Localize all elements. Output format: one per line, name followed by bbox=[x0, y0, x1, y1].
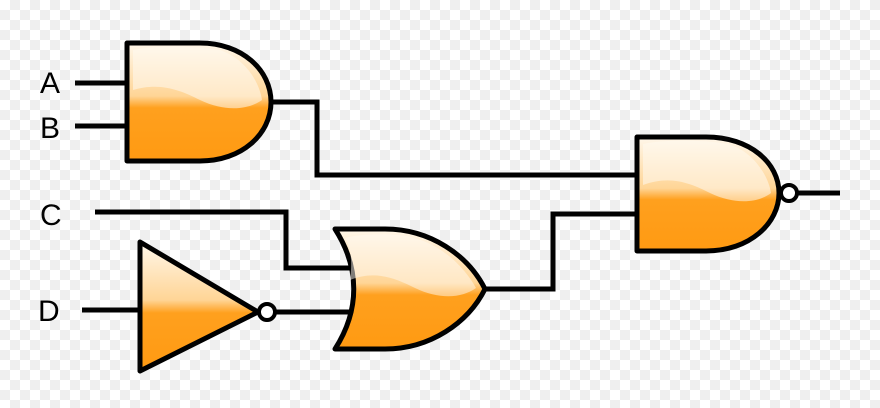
input-label-d: D bbox=[38, 295, 60, 328]
input-label-c: C bbox=[40, 199, 62, 232]
nand-inversion-bubble bbox=[779, 183, 799, 203]
wire-or-to-nand bbox=[485, 211, 637, 292]
not-gate bbox=[137, 239, 277, 374]
not-inversion-bubble bbox=[257, 302, 277, 322]
or-gate bbox=[332, 226, 488, 352]
nand-gate-highlight bbox=[643, 140, 771, 202]
wire-c bbox=[95, 209, 352, 271]
not-gate-body bbox=[137, 239, 261, 374]
or-gate-highlight bbox=[345, 234, 476, 297]
and-gate-highlight bbox=[133, 46, 262, 109]
input-label-a: A bbox=[40, 67, 60, 100]
input-label-b: B bbox=[40, 112, 60, 145]
wire-and-to-nand bbox=[271, 99, 637, 178]
nand-gate bbox=[634, 134, 799, 254]
and-gate bbox=[124, 40, 274, 164]
